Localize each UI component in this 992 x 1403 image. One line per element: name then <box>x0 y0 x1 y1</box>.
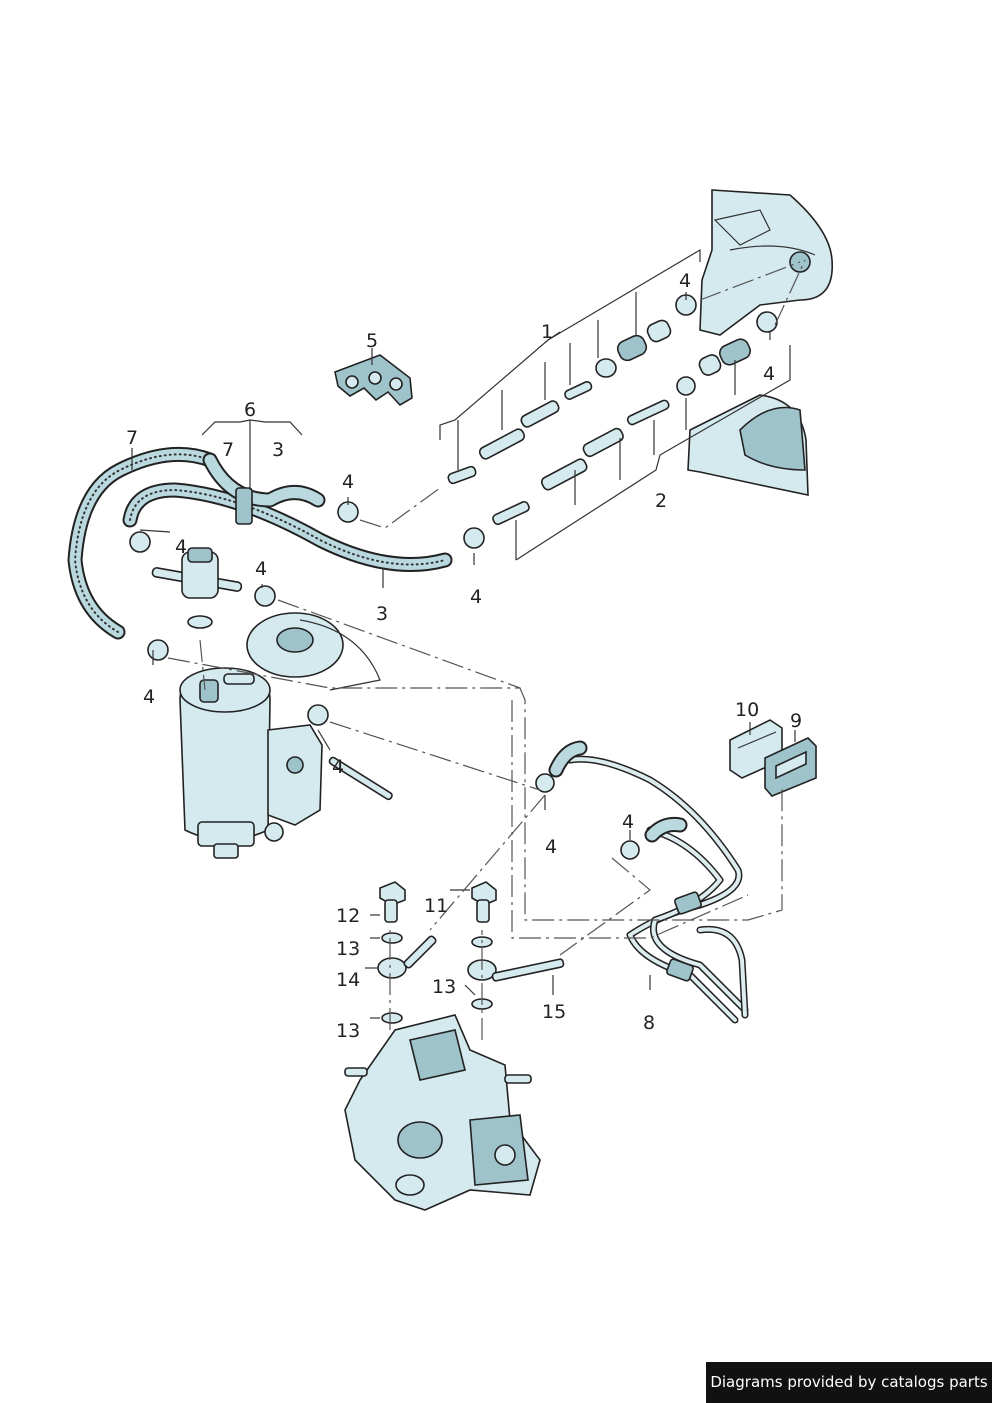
hose-line-lower <box>492 311 778 526</box>
filter-bracket <box>264 724 323 842</box>
callout-14: 14 <box>336 969 360 991</box>
vehicle-body-section-upper <box>699 189 833 336</box>
hose-holder-clip <box>334 354 413 407</box>
vehicle-body-section-lower <box>687 394 809 496</box>
callout-10: 10 <box>735 699 759 721</box>
callout-4-c: 4 <box>342 471 354 493</box>
callout-4-d: 4 <box>470 586 482 608</box>
callout-11: 11 <box>424 895 448 917</box>
callout-3-lower: 3 <box>376 603 388 625</box>
banjo-bolt-right <box>471 881 497 923</box>
sealing-washers <box>381 932 493 1024</box>
callout-15: 15 <box>542 1001 566 1023</box>
retaining-clip-large <box>764 737 817 797</box>
hose-line-upper <box>447 294 697 485</box>
callout-13-c: 13 <box>336 1020 360 1042</box>
callout-2: 2 <box>655 490 667 512</box>
callout-13-a: 13 <box>336 938 360 960</box>
callout-7-lower: 7 <box>222 439 234 461</box>
callout-13-b: 13 <box>432 976 456 998</box>
callout-8: 8 <box>643 1012 655 1034</box>
callout-4-b: 4 <box>763 363 775 385</box>
callout-labels: 1 2 3 3 4 4 4 4 4 4 4 4 4 4 5 6 7 7 8 9 … <box>126 270 802 1042</box>
bracket-bolt <box>328 756 393 801</box>
callout-4-g: 4 <box>143 686 155 708</box>
injection-pump <box>344 1014 541 1211</box>
callout-6: 6 <box>244 399 256 421</box>
callout-7-upper: 7 <box>126 427 138 449</box>
callout-4-f: 4 <box>255 558 267 580</box>
diagram-credit-banner: Diagrams provided by catalogs parts <box>706 1362 992 1403</box>
leader-lines <box>131 248 796 1019</box>
callout-4-j: 4 <box>622 811 634 833</box>
assembly-lines <box>167 259 806 1040</box>
banjo-union-fittings <box>377 935 565 982</box>
callout-3-upper: 3 <box>272 439 284 461</box>
callout-1: 1 <box>541 321 553 343</box>
callout-12: 12 <box>336 905 360 927</box>
fuel-line-harness <box>548 740 749 1024</box>
rubber-seal <box>246 612 381 691</box>
fuel-hose-supply <box>122 452 453 572</box>
callout-5: 5 <box>366 330 378 352</box>
callout-4-h: 4 <box>332 756 344 778</box>
callout-4-e: 4 <box>175 536 187 558</box>
callout-4-a: 4 <box>679 270 691 292</box>
callout-4-i: 4 <box>545 836 557 858</box>
valve-t-connector <box>151 547 243 629</box>
callout-9: 9 <box>790 710 802 732</box>
fuel-hose-return <box>67 446 218 640</box>
hose-clamp-band <box>235 487 253 525</box>
fuel-filter <box>179 667 271 859</box>
banjo-bolt-left <box>379 881 406 923</box>
